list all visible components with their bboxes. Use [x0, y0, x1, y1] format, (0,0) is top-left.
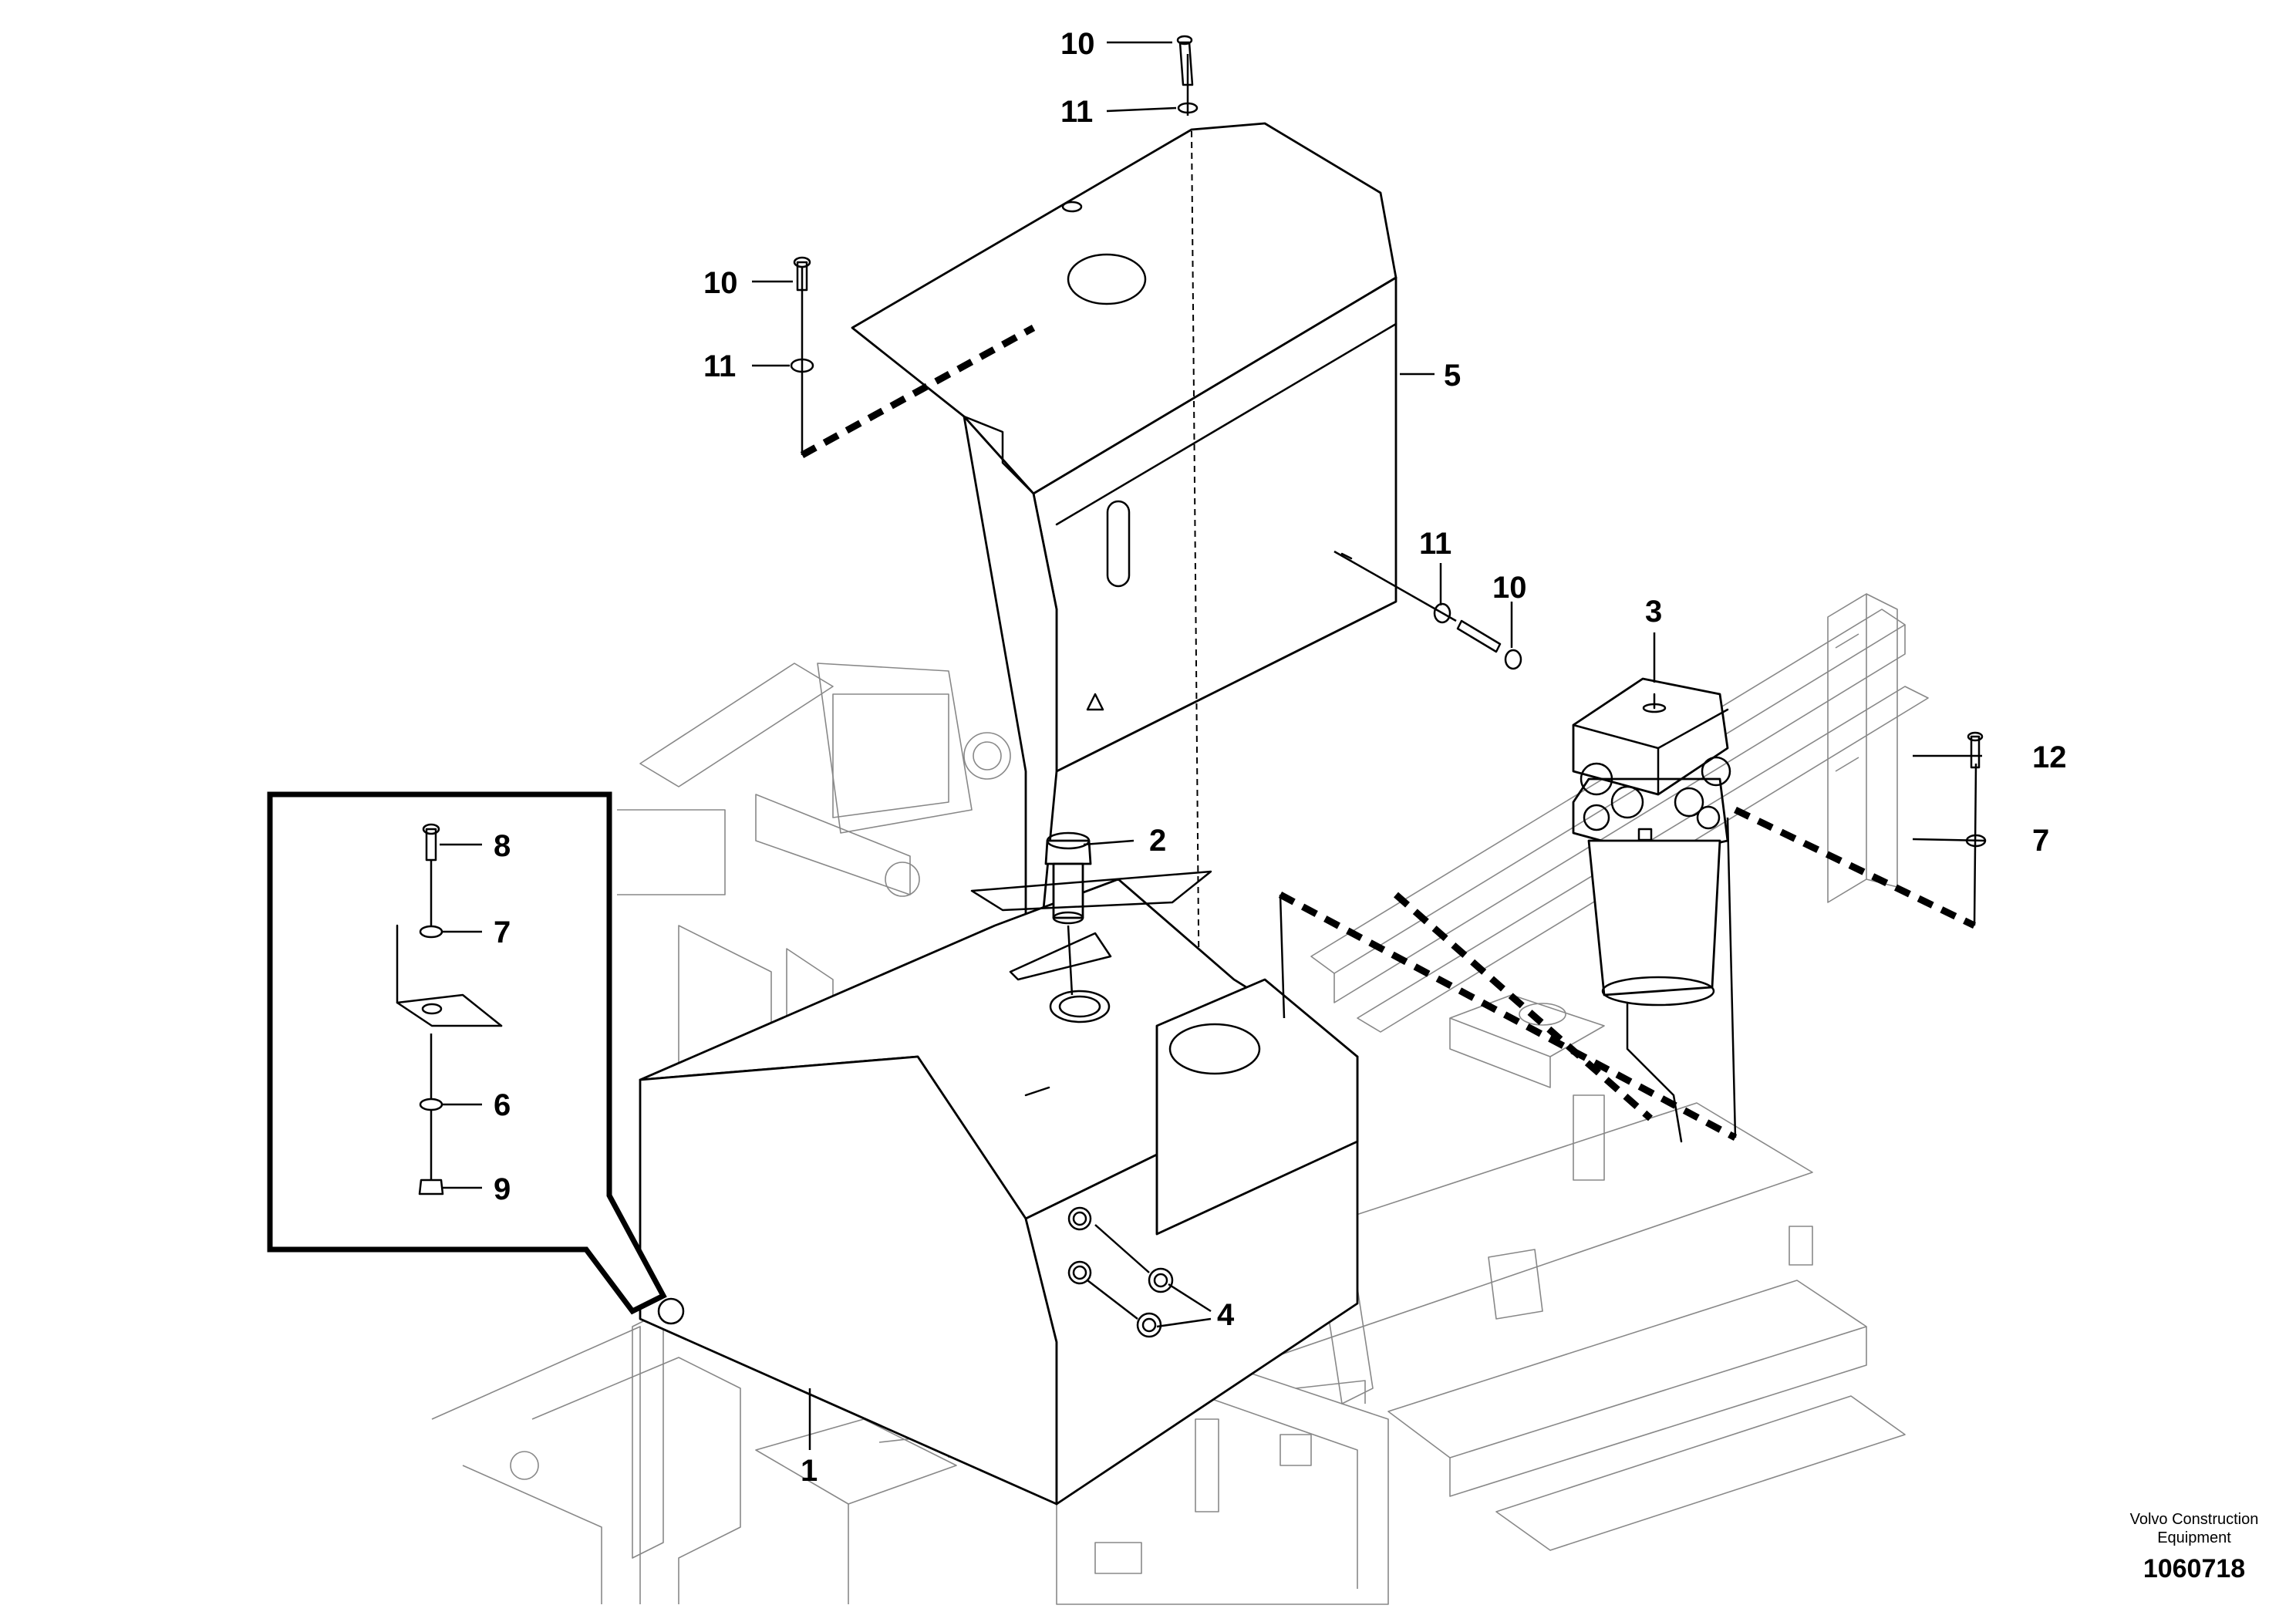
callout-11-right: 11: [1419, 527, 1451, 561]
fasteners: [790, 35, 1987, 848]
company-name-line2: Equipment: [2157, 1529, 2231, 1546]
callout-8: 8: [494, 829, 511, 863]
drawing-number: 1060718: [2143, 1554, 2245, 1583]
callout-leaders: [440, 41, 1987, 1450]
filter-part-3: [1572, 677, 1731, 1143]
callout-5: 5: [1444, 359, 1461, 393]
filler-cap-part-2: [970, 831, 1212, 996]
callout-1: 1: [801, 1454, 818, 1488]
callout-7-right: 7: [2032, 824, 2049, 858]
callout-labels: 10 11 10 11 5 11 10 3 12 7 2 4 1 8 7 6 9: [494, 27, 2067, 1488]
callout-7-inset: 7: [494, 916, 511, 949]
callout-4: 4: [1217, 1298, 1235, 1332]
callout-3: 3: [1645, 595, 1662, 629]
callout-12: 12: [2032, 740, 2067, 774]
alignment-line: [1191, 130, 1200, 1019]
callout-10-right: 10: [1492, 571, 1527, 605]
assembly-dashed-lines: [800, 325, 1976, 1141]
tank-part-1: [639, 878, 1359, 1506]
footer: Volvo Construction Equipment 1060718: [2130, 1511, 2259, 1583]
callout-11-left: 11: [703, 349, 736, 383]
callout-9: 9: [494, 1172, 511, 1206]
callout-10-left: 10: [703, 266, 738, 300]
company-name-line1: Volvo Construction: [2130, 1511, 2259, 1528]
callout-11-top: 11: [1060, 95, 1093, 129]
detail-inset: [267, 791, 667, 1315]
callout-10-top: 10: [1060, 27, 1095, 61]
callout-6: 6: [494, 1088, 511, 1122]
plugs-part-4: [1087, 1224, 1174, 1338]
callout-2: 2: [1149, 824, 1166, 858]
